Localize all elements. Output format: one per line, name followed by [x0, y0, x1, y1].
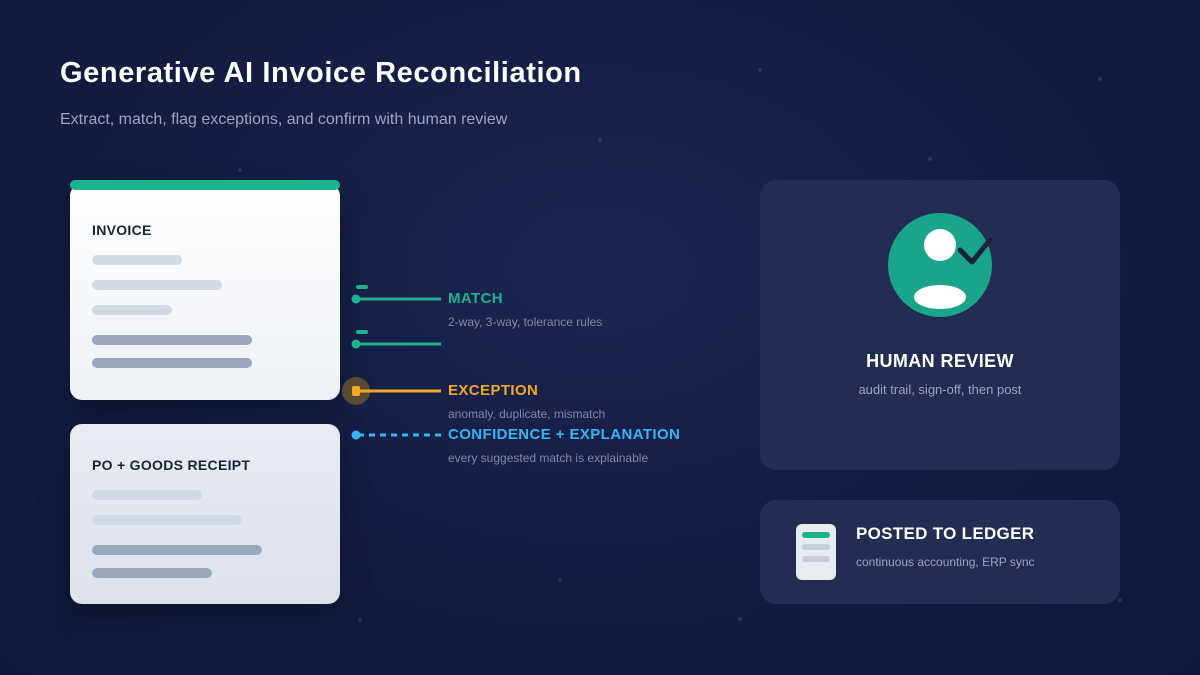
po-line-placeholder: [92, 515, 242, 525]
exception-label: EXCEPTION: [448, 382, 539, 399]
background-star: [1118, 598, 1122, 602]
po-goods-receipt-title: PO + GOODS RECEIPT: [92, 457, 251, 473]
invoice-line-placeholder: [92, 335, 252, 345]
ledger-description: continuous accounting, ERP sync: [856, 555, 1035, 569]
human-review-panel: HUMAN REVIEW audit trail, sign-off, then…: [760, 180, 1120, 470]
match-connector-tick-2: [356, 330, 368, 334]
po-line-placeholder: [92, 545, 262, 555]
exception-connector-marker: [352, 386, 360, 396]
user-avatar-icon: [888, 213, 992, 317]
match-description: 2-way, 3-way, tolerance rules: [448, 315, 603, 329]
background-star: [738, 617, 742, 621]
human-review-title: HUMAN REVIEW: [866, 351, 1014, 371]
background-star: [598, 138, 602, 142]
match-label: MATCH: [448, 290, 504, 307]
match-connector-tick: [356, 285, 368, 289]
background-star: [238, 168, 242, 172]
ledger-title: POSTED TO LEDGER: [856, 524, 1035, 543]
confidence-label: CONFIDENCE + EXPLANATION: [448, 426, 681, 443]
match-connector-dot: [351, 294, 361, 304]
invoice-title: INVOICE: [92, 222, 152, 238]
confidence-description: every suggested match is explainable: [448, 451, 649, 465]
posted-to-ledger-panel: POSTED TO LEDGER continuous accounting, …: [760, 500, 1120, 604]
background-star: [928, 157, 932, 161]
exception-description: anomaly, duplicate, mismatch: [448, 407, 606, 421]
page-title: Generative AI Invoice Reconciliation: [60, 57, 582, 89]
background-star: [1098, 77, 1102, 81]
background-star: [758, 68, 762, 72]
invoice-line-placeholder: [92, 255, 182, 265]
confidence-connector-dot: [351, 430, 361, 440]
po-goods-receipt-card: PO + GOODS RECEIPT: [70, 424, 340, 604]
check-icon: [957, 237, 993, 265]
invoice-line-placeholder: [92, 358, 252, 368]
invoice-card: INVOICE: [70, 184, 340, 400]
page-subtitle: Extract, match, flag exceptions, and con…: [60, 111, 508, 128]
match-connector-dot-2: [351, 339, 361, 349]
human-review-description: audit trail, sign-off, then post: [858, 382, 1022, 397]
invoice-accent-bar: [70, 180, 340, 190]
background-star: [558, 578, 562, 582]
ledger-document-icon: [796, 524, 836, 580]
invoice-line-placeholder: [92, 280, 222, 290]
po-line-placeholder: [92, 568, 212, 578]
po-line-placeholder: [92, 490, 202, 500]
invoice-line-placeholder: [92, 305, 172, 315]
background-star: [358, 618, 362, 622]
